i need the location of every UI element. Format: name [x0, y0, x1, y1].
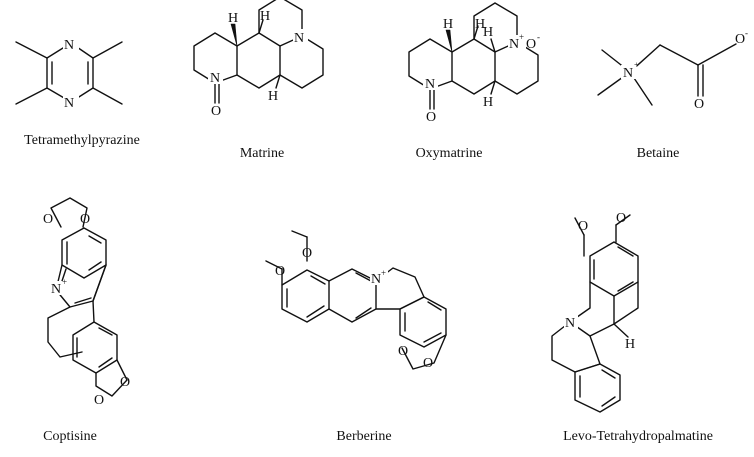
oxygen-atom: O — [275, 264, 285, 279]
negative-charge: - — [537, 32, 540, 42]
positive-charge: + — [634, 60, 639, 70]
nitrogen-atom: N — [623, 66, 633, 81]
nitrogen-atom: N — [509, 37, 519, 52]
nitrogen-atom: N — [294, 31, 304, 46]
hydrogen-atom: H — [483, 25, 493, 40]
oxygen-atom: O — [302, 246, 312, 261]
hydrogen-atom: H — [268, 89, 278, 104]
oxygen-atom: O — [578, 219, 588, 234]
oxygen-atom: O — [211, 104, 221, 119]
oxygen-atom: O — [94, 393, 104, 408]
positive-charge: + — [519, 32, 524, 42]
oxygen-atom: O — [526, 37, 536, 52]
nitrogen-atom: N — [565, 316, 575, 331]
tetramethylpyrazine-structure: N N — [0, 0, 160, 120]
hydrogen-atom: H — [260, 9, 270, 24]
oxygen-atom: O — [43, 212, 53, 227]
nitrogen-atom: N — [371, 272, 381, 287]
oxymatrine-structure: N N + O - O H H H H — [395, 2, 565, 136]
caption-berberine: Berberine — [336, 429, 392, 444]
hydrogen-atom: H — [443, 17, 453, 32]
matrine-structure: N N O H H H — [180, 0, 340, 130]
nitrogen-atom: N — [64, 38, 74, 53]
caption-betaine: Betaine — [636, 146, 680, 161]
nitrogen-atom: N — [64, 96, 74, 111]
oxygen-atom: O — [80, 212, 90, 227]
oxygen-atom: O — [735, 32, 745, 47]
oxygen-atom: O — [694, 97, 704, 112]
betaine-structure: N + O - O — [590, 10, 750, 120]
oxygen-atom: O — [120, 375, 130, 390]
nitrogen-atom: N — [51, 282, 61, 297]
hydrogen-atom: H — [483, 95, 493, 110]
nitrogen-atom: N — [210, 71, 220, 86]
caption-levo-tetrahydropalmatine: Levo-Tetrahydropalmatine — [563, 429, 713, 444]
positive-charge: + — [381, 268, 386, 278]
hydrogen-atom: H — [625, 337, 635, 352]
coptisine-structure: N + O O O O — [0, 190, 170, 420]
positive-charge: + — [62, 277, 67, 287]
oxygen-atom: O — [616, 211, 626, 226]
caption-coptisine: Coptisine — [43, 429, 97, 444]
hydrogen-atom: H — [475, 17, 485, 32]
caption-tetramethylpyrazine: Tetramethylpyrazine — [24, 133, 140, 148]
levo-tetrahydropalmatine-structure: N H O O — [530, 200, 730, 413]
negative-charge: - — [745, 28, 748, 38]
caption-oxymatrine: Oxymatrine — [415, 146, 483, 161]
hydrogen-atom: H — [228, 11, 238, 26]
oxygen-atom: O — [426, 110, 436, 125]
oxygen-atom: O — [398, 344, 408, 359]
berberine-structure: N + O O O O — [230, 215, 480, 415]
nitrogen-atom: N — [425, 77, 435, 92]
oxygen-atom: O — [423, 356, 433, 371]
caption-matrine: Matrine — [239, 146, 285, 161]
